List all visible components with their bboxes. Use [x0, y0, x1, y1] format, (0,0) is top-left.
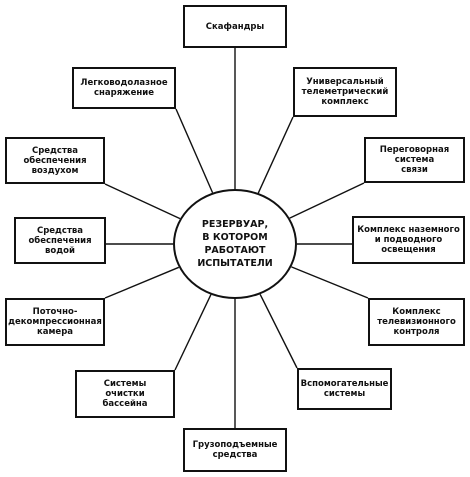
- node-osveschenie: Комплекс наземного и подводного освещени…: [352, 216, 465, 264]
- center-reservoir: РЕЗЕРВУАР, В КОТОРОМ РАБОТАЮТ ИСПЫТАТЕЛИ: [173, 189, 297, 299]
- node-legkovodolaznoe: Легководолазное снаряжение: [72, 67, 176, 109]
- node-vspomogatelnye: Вспомогательные системы: [297, 368, 392, 410]
- node-sredstva-voda: Средства обеспечения водой: [14, 217, 106, 264]
- connector-ochistki: [174, 294, 212, 371]
- node-sredstva-vozduh: Средства обеспечения воздухом: [5, 137, 105, 184]
- node-line: телеметрический: [301, 87, 389, 97]
- node-line: система: [394, 155, 435, 165]
- node-line: Системы: [103, 379, 147, 389]
- node-peregovornaya: Переговорная система связи: [364, 137, 465, 183]
- node-line: очистки: [105, 389, 145, 399]
- node-line: снаряжение: [93, 88, 154, 98]
- connector-kamera: [104, 266, 180, 299]
- connector-vspomogatelnye: [259, 293, 298, 369]
- center-line: РАБОТАЮТ: [204, 245, 266, 256]
- node-gruzopodemnye: Грузоподъемные средства: [183, 428, 287, 472]
- node-line: обеспечения: [23, 155, 87, 166]
- node-line: водой: [45, 245, 75, 256]
- node-line: связи: [401, 165, 428, 175]
- node-line: Средства: [31, 145, 79, 156]
- node-line: обеспечения: [28, 235, 92, 246]
- node-line: Переговорная: [379, 145, 450, 155]
- node-line: телевизионного: [377, 317, 456, 327]
- node-line: Вспомогательные: [300, 379, 389, 389]
- node-ochistki: Системы очистки бассейна: [75, 370, 175, 418]
- node-line: Универсальный: [306, 77, 384, 87]
- node-line: Скафандры: [205, 21, 265, 32]
- node-line: Легководолазное: [80, 78, 168, 88]
- node-line: Грузоподъемные: [192, 440, 278, 450]
- center-line: ИСПЫТАТЕЛИ: [197, 258, 273, 269]
- connector-legkovodolaznoe: [175, 108, 214, 193]
- node-line: средства: [212, 450, 258, 460]
- center-line: РЕЗЕРВУАР,: [201, 219, 269, 230]
- node-line: воздухом: [31, 165, 79, 176]
- node-line: бассейна: [102, 399, 148, 409]
- connector-sredstva-vozduh: [104, 183, 181, 220]
- node-line: системы: [323, 389, 366, 399]
- node-line: декомпрессионная: [8, 317, 102, 327]
- node-skafandry: Скафандры: [183, 5, 287, 48]
- node-universalny: Универсальный телеметрический комплекс: [293, 67, 397, 117]
- center-line: В КОТОРОМ: [202, 232, 268, 243]
- node-line: Комплекс наземного: [357, 225, 460, 235]
- node-line: Поточно-: [32, 307, 78, 317]
- node-kamera: Поточно- декомпрессионная камера: [5, 298, 105, 346]
- node-line: Комплекс: [392, 307, 441, 317]
- node-line: контроля: [393, 327, 440, 337]
- node-line: камера: [36, 327, 74, 337]
- connector-universalny: [257, 116, 294, 194]
- node-line: и подводного: [374, 235, 443, 245]
- connector-peregovornaya: [289, 182, 365, 219]
- connector-televizionny: [291, 266, 369, 299]
- node-line: Средства: [36, 225, 84, 236]
- node-line: комплекс: [321, 97, 369, 107]
- node-televizionny: Комплекс телевизионного контроля: [368, 298, 465, 346]
- node-line: освещения: [381, 245, 436, 255]
